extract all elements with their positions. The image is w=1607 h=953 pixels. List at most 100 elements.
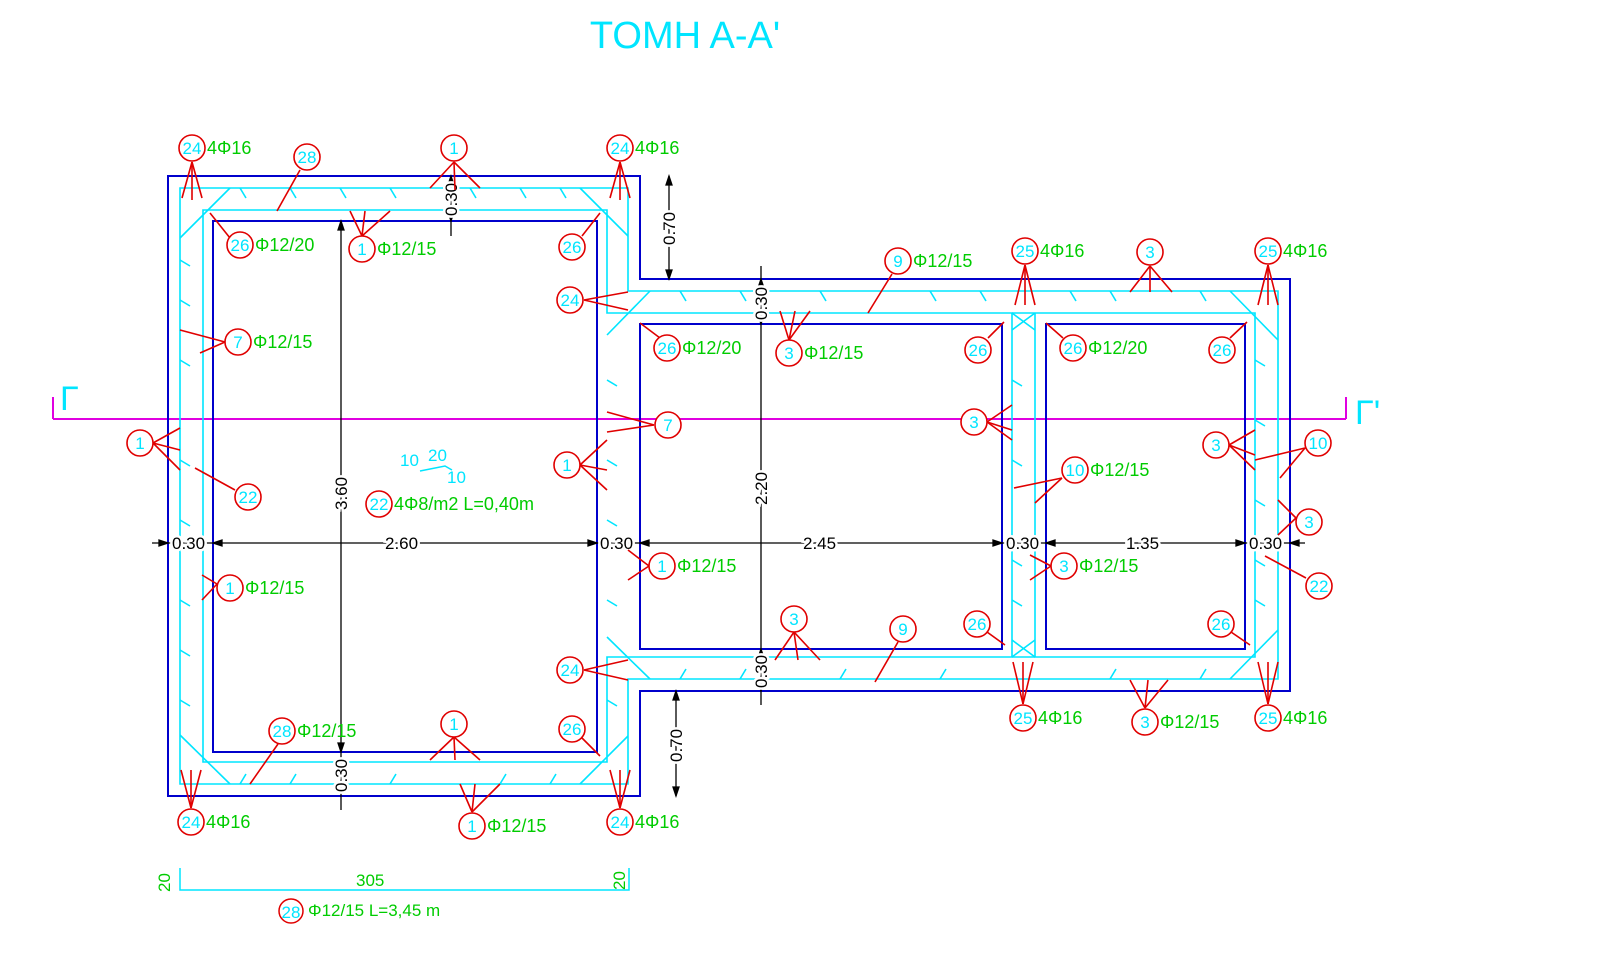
leader-line [179, 329, 226, 343]
section-line: Γ Γ' [52, 380, 1380, 432]
dim-span-3: 1.35 [1126, 534, 1159, 553]
hook-b: 20 [428, 446, 447, 465]
concrete-outline [167, 175, 1291, 797]
mark-circle [216, 574, 244, 602]
mark-number: 26 [1212, 615, 1231, 634]
leader-line [190, 769, 202, 809]
mark-circle [1295, 508, 1323, 536]
leader-line [1012, 661, 1024, 705]
mark-circle [606, 134, 634, 162]
leader-line [276, 169, 301, 212]
mark-circle [558, 233, 586, 261]
dim-wall-right: 0.30 [1249, 534, 1282, 553]
leader-line [583, 659, 629, 671]
dim-top-slab-left: 0.30 [442, 183, 461, 216]
leader-line [1267, 661, 1279, 705]
mark-number: 7 [663, 416, 672, 435]
leader-line [1014, 264, 1026, 306]
mark-number: 22 [370, 495, 389, 514]
callout-3: 3 [1202, 429, 1256, 471]
callout-26: 26 Φ12/20 [639, 322, 741, 362]
mark-circle [606, 808, 634, 836]
mark-number: 24 [561, 661, 580, 680]
leader-line [471, 783, 501, 813]
mark-number: 3 [1211, 436, 1220, 455]
callout-28: 28 [276, 143, 321, 212]
callout-3: 3 [1129, 238, 1173, 293]
mark-note: Φ12/20 [682, 338, 741, 358]
leader-line [209, 212, 231, 239]
leader-line [152, 442, 181, 451]
mark-number: 26 [658, 339, 677, 358]
leader-line [793, 631, 821, 661]
hook-c: 10 [447, 468, 466, 487]
callout-7: 7 [606, 411, 682, 439]
mark-circle [1304, 429, 1332, 457]
callout-9: 9 [874, 615, 917, 683]
mark-number: 1 [357, 240, 366, 259]
dim-wall-mid-2: 0.30 [1006, 534, 1039, 553]
mark-note: Φ12/15 [1090, 460, 1149, 480]
mark-circle [963, 610, 991, 638]
bar-detail: 20 305 20 28 Φ12/15 L=3,45 m [155, 868, 630, 924]
mark-number: 3 [1059, 557, 1068, 576]
mark-circle [556, 286, 584, 314]
mark-circle [654, 411, 682, 439]
callout-3: 3 [960, 404, 1013, 441]
callout-26: 26 [558, 212, 601, 261]
leader-line [1228, 444, 1256, 471]
leader-line [1257, 661, 1269, 705]
callout-26: 26 [963, 610, 1006, 646]
mark-number: 26 [563, 238, 582, 257]
mark-number: 3 [789, 610, 798, 629]
leader-line [1228, 429, 1256, 446]
mark-circle [1011, 237, 1039, 265]
leader-line [361, 210, 391, 237]
mark-number: 1 [225, 579, 234, 598]
dim-height-mid: 2.20 [752, 472, 771, 505]
callout-1: 1 [126, 427, 181, 471]
mark-circle [775, 339, 803, 367]
leader-line [627, 549, 650, 567]
mark-number: 26 [231, 236, 250, 255]
dim-height-left: 3.60 [332, 477, 351, 510]
mark-number: 24 [611, 139, 630, 158]
mark-circle [1305, 572, 1333, 600]
hook-a: 10 [400, 451, 419, 470]
mark-circle [960, 408, 988, 436]
mark-circle [234, 483, 262, 511]
leader-line [1029, 565, 1052, 581]
leader-line [1144, 679, 1169, 709]
mark-circle [889, 615, 917, 643]
mark-circle [964, 336, 992, 364]
rebar-cages [179, 187, 1279, 785]
leader-line [180, 769, 192, 809]
dim-step-top: 0.70 [660, 212, 679, 245]
leader-line [1267, 264, 1279, 306]
leader-line [874, 641, 899, 683]
leader-line [194, 467, 236, 491]
leader-line [1229, 321, 1248, 339]
mark-note: Φ12/15 [677, 556, 736, 576]
callout-1: 1 [553, 439, 608, 491]
leader-line [1129, 679, 1146, 709]
mark-note: 4Φ16 [206, 812, 250, 832]
leader-line [609, 161, 621, 199]
leader-line [1264, 555, 1307, 579]
mark-circle [1061, 456, 1089, 484]
leader-line [583, 299, 629, 311]
leader-line [1149, 265, 1173, 293]
bar-length: 305 [356, 871, 384, 890]
dim-span-2: 2.45 [803, 534, 836, 553]
leader-line [609, 769, 621, 809]
leader-line [1254, 447, 1306, 461]
